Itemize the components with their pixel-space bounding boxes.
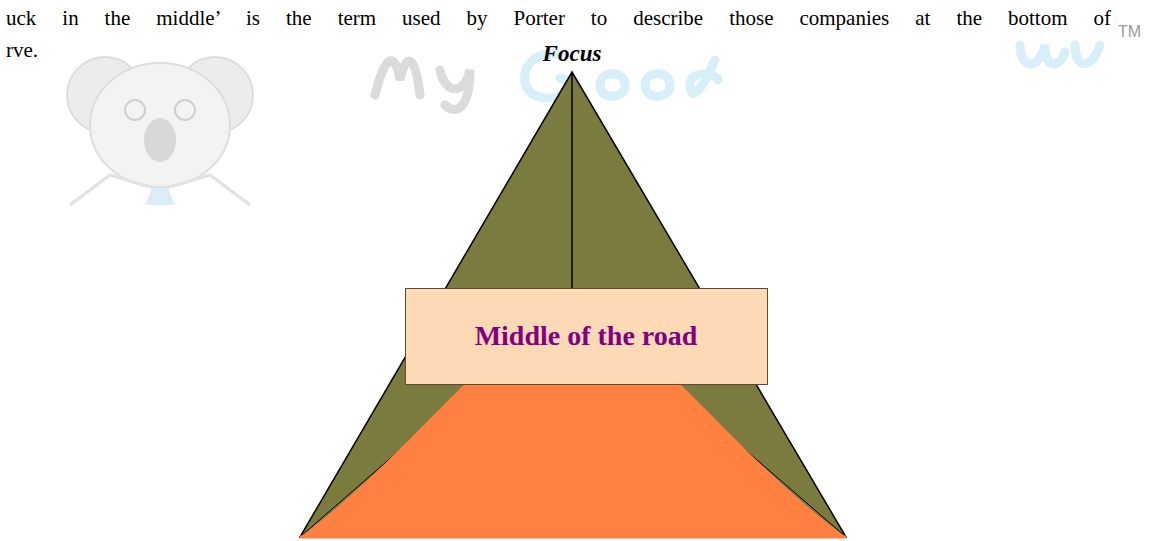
- watermark-mark: TM: [1118, 22, 1141, 41]
- watermark-script: [375, 45, 1100, 109]
- body-text: uck in the middle’ is the term used by P…: [6, 6, 1111, 31]
- apex-label: Focus: [543, 40, 602, 68]
- axis-line: [571, 72, 573, 300]
- box-label: Middle of the road: [475, 319, 698, 353]
- watermark-logo: [67, 57, 253, 205]
- outer-triangle: [300, 72, 846, 537]
- body-text: rve.: [6, 38, 38, 63]
- base-line: [300, 536, 846, 539]
- strategy-box: Middle of the road: [405, 288, 768, 385]
